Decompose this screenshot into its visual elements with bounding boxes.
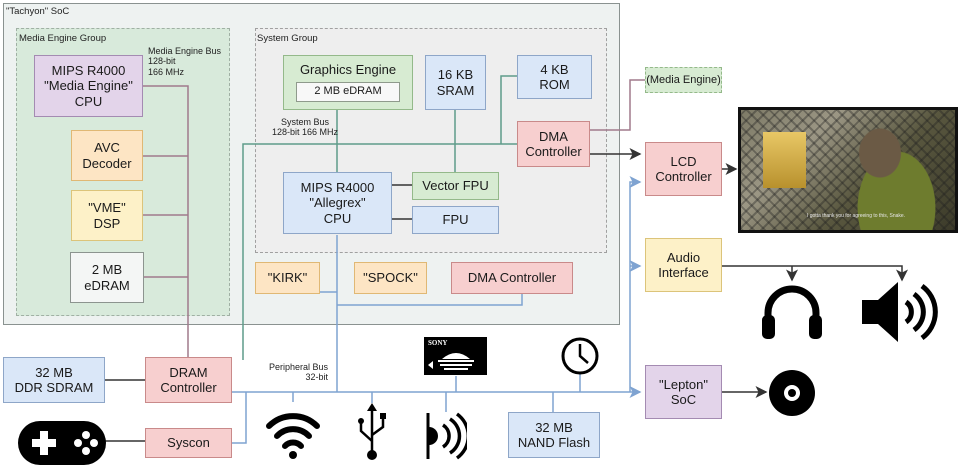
label: 16 KB bbox=[437, 67, 474, 83]
lepton-soc[interactable]: "Lepton"SoC bbox=[645, 365, 722, 419]
label: DSP bbox=[93, 215, 121, 231]
system-bus bbox=[242, 75, 517, 360]
peripheral-dma-controller[interactable]: DMA Controller bbox=[451, 262, 573, 294]
label: DRAM bbox=[169, 364, 208, 380]
screen-portrait bbox=[763, 132, 806, 188]
label: "Media Engine" bbox=[44, 78, 133, 94]
media-engine-cpu[interactable]: MIPS R4000"Media Engine"CPU bbox=[34, 55, 143, 117]
system-bus-label: System Bus 128-bit 166 MHz bbox=[272, 117, 338, 138]
memory-stick-icon: SONY bbox=[424, 337, 487, 375]
media-engine-group-title: Media Engine Group bbox=[19, 33, 107, 44]
graphics-edram: 2 MB eDRAM bbox=[296, 82, 400, 103]
label: Interface bbox=[658, 265, 709, 280]
label: eDRAM bbox=[84, 277, 130, 293]
label: Audio bbox=[666, 249, 701, 265]
infrared-icon bbox=[426, 412, 467, 460]
label: ROM bbox=[539, 77, 570, 92]
screen-subtitle: I gotta thank you for agreeing to this, … bbox=[806, 213, 906, 219]
media-engine-reference: (Media Engine) bbox=[645, 67, 722, 93]
peripheral-bus-label-line: Peripheral Bus bbox=[268, 362, 328, 372]
speaker-icon bbox=[862, 282, 938, 342]
media-bus-label-line: 128-bit bbox=[148, 56, 176, 67]
label: LCD bbox=[670, 153, 697, 169]
label: DMA bbox=[539, 128, 568, 144]
system-bus-label-line: 128-bit 166 MHz bbox=[272, 127, 339, 138]
media-bus-label-line: Media Engine Bus bbox=[148, 46, 222, 56]
vme-dsp[interactable]: "VME"DSP bbox=[71, 190, 143, 241]
label: Controller bbox=[525, 144, 582, 159]
label: MIPS R4000 bbox=[300, 180, 375, 195]
label: MIPS R4000 bbox=[51, 63, 126, 78]
memory-stick-brand: SONY bbox=[428, 339, 448, 347]
label: SRAM bbox=[436, 82, 475, 98]
graphics-engine-label: Graphics Engine bbox=[299, 62, 397, 77]
wifi-icon bbox=[266, 413, 320, 459]
label: "Lepton" bbox=[659, 376, 708, 392]
clock-icon bbox=[561, 337, 599, 375]
label: SoC bbox=[670, 392, 697, 407]
peripheral-bus bbox=[232, 176, 642, 444]
usb-icon bbox=[358, 403, 386, 460]
vector-fpu[interactable]: Vector FPU bbox=[412, 172, 499, 200]
spock[interactable]: "SPOCK" bbox=[354, 262, 427, 294]
label: Controller bbox=[160, 380, 217, 395]
media-bus-label-line: 166 MHz bbox=[148, 66, 185, 77]
allegrex-cpu[interactable]: MIPS R4000"Allegrex"CPU bbox=[283, 172, 392, 234]
label: CPU bbox=[323, 210, 352, 226]
label: Decoder bbox=[82, 155, 132, 171]
label: AVC bbox=[94, 140, 120, 156]
gamepad-icon bbox=[18, 421, 106, 465]
system-bus-label-line: System Bus bbox=[281, 117, 330, 127]
peripheral-bus-label-line: 32-bit bbox=[305, 372, 328, 383]
syscon[interactable]: Syscon bbox=[145, 428, 232, 458]
system-group-title: System Group bbox=[257, 33, 318, 44]
graphics-engine[interactable]: Graphics Engine 2 MB eDRAM bbox=[283, 55, 413, 110]
kirk[interactable]: "KIRK" bbox=[255, 262, 320, 294]
memory-stick-logo bbox=[428, 353, 474, 370]
label: Controller bbox=[655, 169, 712, 184]
label: DDR SDRAM bbox=[14, 380, 94, 395]
label: "Allegrex" bbox=[309, 195, 366, 211]
peripheral-bus-label: Peripheral Bus 32-bit bbox=[262, 362, 328, 383]
lcd-screen-image: I gotta thank you for agreeing to this, … bbox=[738, 107, 958, 233]
label: NAND Flash bbox=[517, 435, 591, 450]
screen-character bbox=[836, 120, 946, 230]
fpu[interactable]: FPU bbox=[412, 206, 499, 234]
label: 2 MB bbox=[91, 262, 123, 278]
label: 4 KB bbox=[540, 61, 569, 77]
media-engine-bus bbox=[143, 79, 648, 360]
label: 32 MB bbox=[35, 364, 73, 380]
label: 32 MB bbox=[535, 419, 573, 435]
headphones-icon bbox=[762, 285, 822, 339]
media-bus-label: Media Engine Bus 128-bit 166 MHz bbox=[148, 46, 221, 77]
disc-icon bbox=[769, 370, 815, 416]
label: CPU bbox=[74, 93, 103, 109]
label: "VME" bbox=[88, 200, 126, 216]
soc-title: "Tachyon" SoC bbox=[6, 6, 70, 17]
